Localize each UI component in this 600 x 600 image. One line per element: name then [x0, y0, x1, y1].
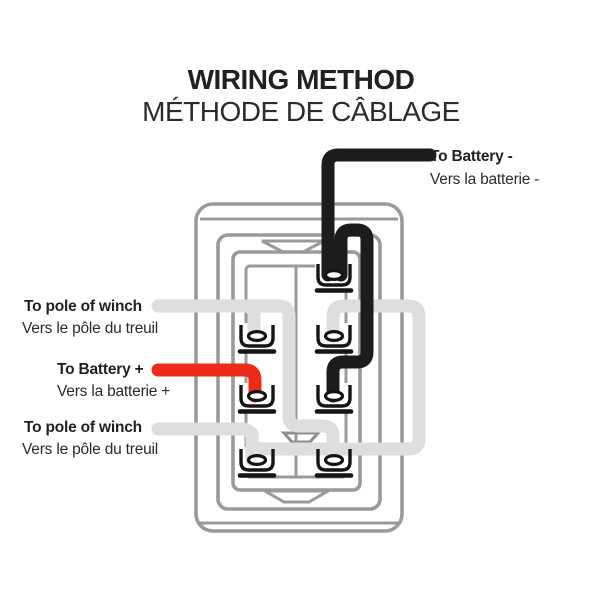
switch-housing — [194, 202, 404, 533]
battery-negative-label: To Battery - — [430, 148, 513, 165]
winch-pole-top-label: To pole of winch — [24, 298, 142, 315]
winch-pole-top-wire-branch-b — [223, 299, 340, 467]
plate-notch — [280, 431, 322, 444]
wires — [151, 148, 437, 467]
battery-positive-wire — [151, 363, 262, 403]
winch-pole-bottom-label: To pole of winch — [24, 419, 142, 436]
battery-positive-label-fr: Vers la batterie + — [57, 383, 170, 400]
page-subtitle: MÉTHODE DE CÂBLAGE — [142, 96, 460, 127]
rocker-bottom — [259, 489, 334, 504]
battery-jumper-wire — [326, 223, 374, 403]
battery-negative-label-fr: Vers la batterie - — [430, 171, 539, 188]
battery-negative-wire — [321, 148, 437, 282]
winch-pole-top-label-fr: Vers le pôle du treuil — [22, 320, 158, 337]
callout-labels: To Battery - Vers la batterie - To pole … — [22, 148, 539, 458]
winch-pole-bottom-wire-branch-a — [151, 422, 259, 467]
winch-pole-bottom-label-fr: Vers le pôle du treuil — [22, 441, 158, 458]
winch-pole-bottom-wire-branch-b — [245, 299, 426, 456]
battery-positive-label: To Battery + — [57, 361, 144, 378]
rocker-top — [261, 239, 325, 254]
page-title: WIRING METHOD — [188, 64, 415, 95]
